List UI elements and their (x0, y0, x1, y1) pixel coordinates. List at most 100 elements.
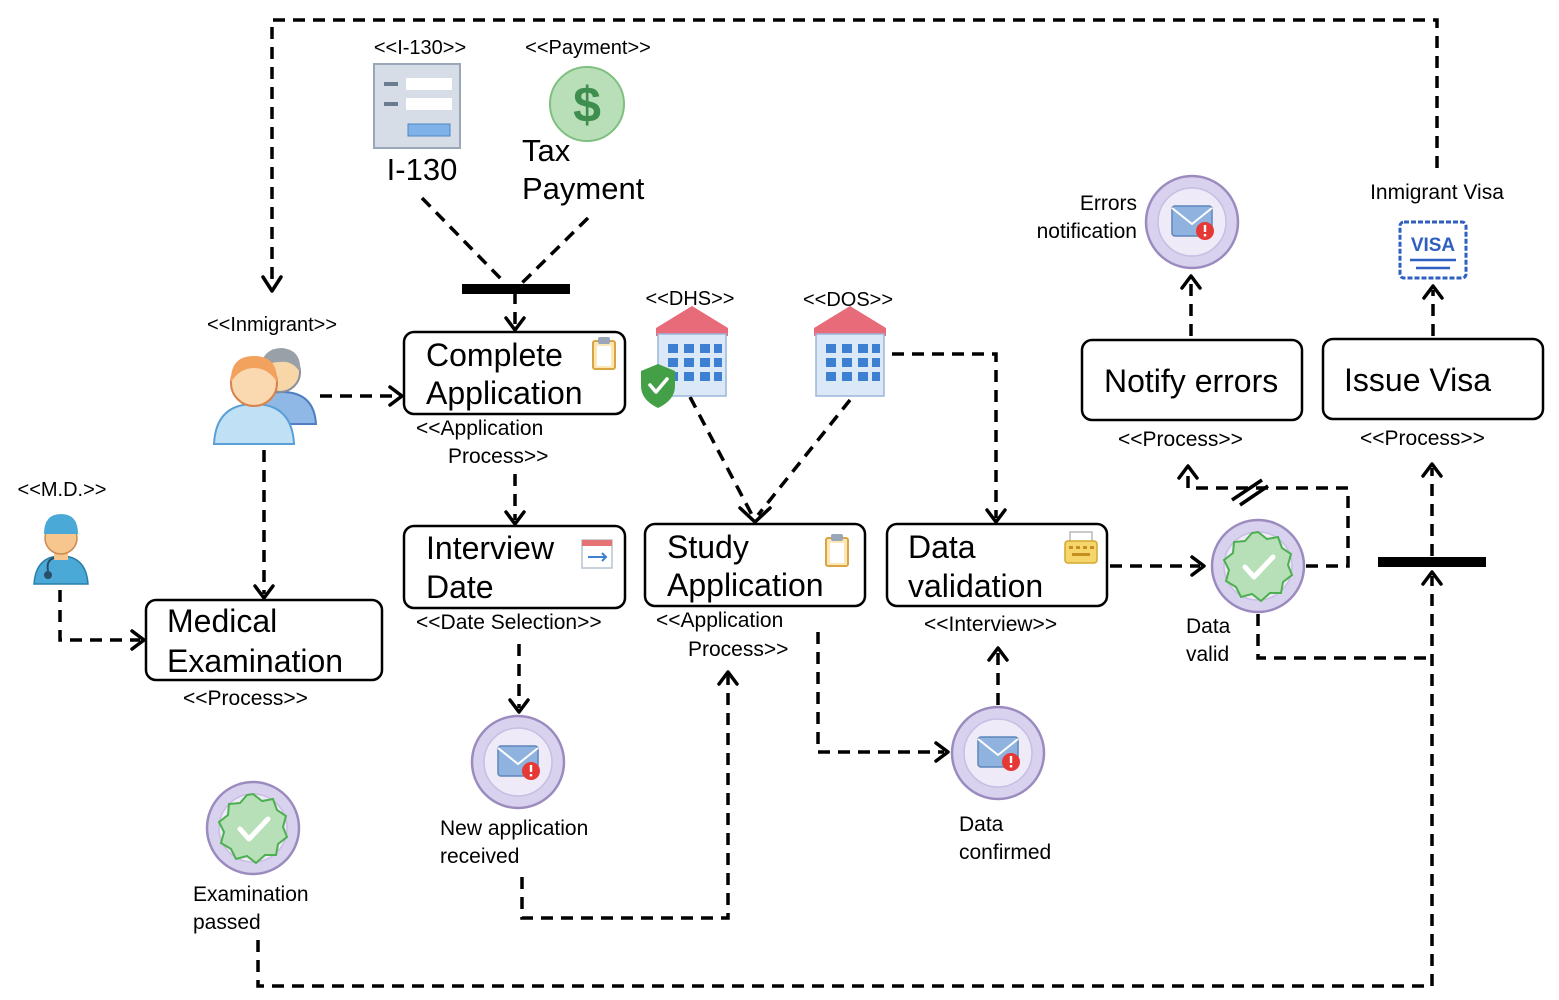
clipboard-icon (825, 533, 849, 567)
data-valid-line2: valid (1186, 643, 1229, 666)
dos-actor[interactable]: <<DOS>> (803, 289, 893, 397)
immigrant-actor[interactable]: <<Inmigrant>> (207, 314, 337, 445)
arrowhead (388, 385, 404, 407)
arrowhead (1422, 284, 1444, 300)
i130-label: I-130 (387, 152, 458, 187)
mail-error-icon (497, 745, 541, 781)
mail-error-icon (977, 736, 1021, 772)
study-application-stereotype2: Process>> (688, 638, 788, 661)
flow-dhs-to-study (688, 396, 754, 516)
tax-label-line1: Tax (522, 133, 571, 168)
arrowhead (504, 510, 526, 526)
arrowhead (717, 670, 739, 686)
data-validation-line1: Data (908, 529, 976, 565)
activity-interview-date[interactable]: Interview Date <<Date Selection>> (402, 524, 627, 634)
medical-examination-stereotype: <<Process>> (183, 687, 308, 710)
event-data-valid[interactable]: Data valid (1186, 518, 1306, 666)
md-actor[interactable]: <<M.D.>> (18, 479, 107, 585)
arrowhead (1421, 462, 1443, 478)
medical-examination-line1: Medical (167, 603, 277, 639)
data-confirmed-line1: Data (959, 813, 1004, 836)
examination-passed-line1: Examination (193, 883, 309, 906)
typewriter-icon (1064, 531, 1098, 564)
flow-visa-to-immigrant (270, 18, 1439, 287)
arrowhead (985, 508, 1007, 524)
event-data-confirmed[interactable]: Data confirmed (950, 705, 1051, 864)
dhs-actor[interactable]: <<DHS>> (641, 288, 734, 408)
complete-application-stereotype2: Process>> (448, 445, 548, 468)
tax-label-line2: Payment (522, 171, 645, 206)
new-application-line1: New application (440, 817, 588, 840)
notify-errors-label: Notify errors (1104, 363, 1278, 399)
arrowhead (1190, 555, 1206, 577)
arrowhead (130, 629, 146, 651)
flow-newapp-to-study (520, 674, 730, 920)
md-stereotype: <<M.D.>> (18, 479, 107, 501)
users-icon (212, 348, 318, 445)
i130-stereotype: <<I-130>> (374, 37, 466, 59)
study-application-line1: Study (667, 529, 749, 565)
interview-date-stereotype: <<Date Selection>> (416, 611, 602, 634)
visa-artifact[interactable]: Inmigrant Visa VISA (1370, 181, 1504, 280)
activity-notify-errors[interactable]: Notify errors <<Process>> (1080, 338, 1304, 451)
arrowhead (253, 584, 275, 600)
arrowhead (987, 646, 1009, 662)
errors-notification-line1: Errors (1080, 192, 1137, 215)
flow-tax-to-join (520, 216, 590, 285)
activity-study-application[interactable]: Study Application <<Application Process>… (643, 522, 867, 661)
guard-slash (1239, 484, 1269, 507)
flow-i130-to-join (420, 196, 507, 285)
event-examination-passed[interactable]: Examination passed (193, 780, 309, 934)
examination-passed-line2: passed (193, 911, 261, 934)
arrowhead (261, 275, 283, 293)
guard-slash (1231, 478, 1263, 502)
flow-valid-to-join (1256, 614, 1432, 660)
flow-study-to-confirmed (816, 632, 944, 754)
control-flows (58, 18, 1444, 988)
activity-complete-application[interactable]: Complete Application <<Application Proce… (402, 330, 627, 468)
notify-errors-stereotype: <<Process>> (1118, 428, 1243, 451)
activity-data-validation[interactable]: Data validation <<Interview>> (885, 522, 1109, 636)
dos-stereotype: <<DOS>> (803, 289, 893, 311)
data-confirmed-line2: confirmed (959, 841, 1051, 864)
arrowhead (1421, 570, 1443, 586)
flow-md-to-medical (58, 590, 140, 642)
complete-application-stereotype1: <<Application (416, 417, 543, 440)
activity-medical-examination[interactable]: Medical Examination <<Process>> (144, 598, 384, 710)
i130-form-artifact[interactable]: <<I-130>> I-130 (373, 37, 466, 187)
interview-date-line1: Interview (426, 530, 555, 566)
complete-application-line2: Application (426, 375, 583, 411)
issue-visa-stereotype: <<Process>> (1360, 427, 1485, 450)
dos-building-icon (813, 305, 887, 397)
activity-issue-visa[interactable]: Issue Visa <<Process>> (1321, 337, 1545, 450)
visa-icon: VISA (1398, 220, 1468, 280)
flow-valid-to-notify (1186, 470, 1350, 568)
data-validation-line2: validation (908, 568, 1043, 604)
doctor-icon (33, 514, 89, 585)
event-new-application[interactable]: New application received (440, 714, 588, 868)
clipboard-icon (592, 336, 616, 370)
form-icon (373, 63, 461, 149)
data-valid-line1: Data (1186, 615, 1231, 638)
new-application-line2: received (440, 845, 519, 868)
visa-artifact-label: Inmigrant Visa (1370, 181, 1504, 204)
event-errors-notification[interactable]: Errors notification (1037, 174, 1240, 270)
issue-visa-label: Issue Visa (1344, 362, 1491, 398)
arrowhead (508, 698, 530, 714)
calendar-icon (581, 539, 613, 569)
flow-dos-to-study (756, 398, 852, 517)
study-application-stereotype1: <<Application (656, 609, 783, 632)
arrowhead (934, 741, 950, 763)
svg-text:$: $ (573, 77, 601, 133)
dhs-stereotype: <<DHS>> (646, 288, 735, 310)
complete-application-line1: Complete (426, 337, 563, 373)
medical-examination-line2: Examination (167, 643, 343, 679)
arrowhead (738, 506, 772, 524)
shield-check-icon (641, 364, 675, 408)
payment-artifact[interactable]: <<Payment>> $ Tax Payment (522, 37, 651, 206)
interview-date-line2: Date (426, 569, 494, 605)
flow-dos-to-validation (892, 352, 998, 518)
dollar-coin-icon: $ (549, 66, 625, 142)
